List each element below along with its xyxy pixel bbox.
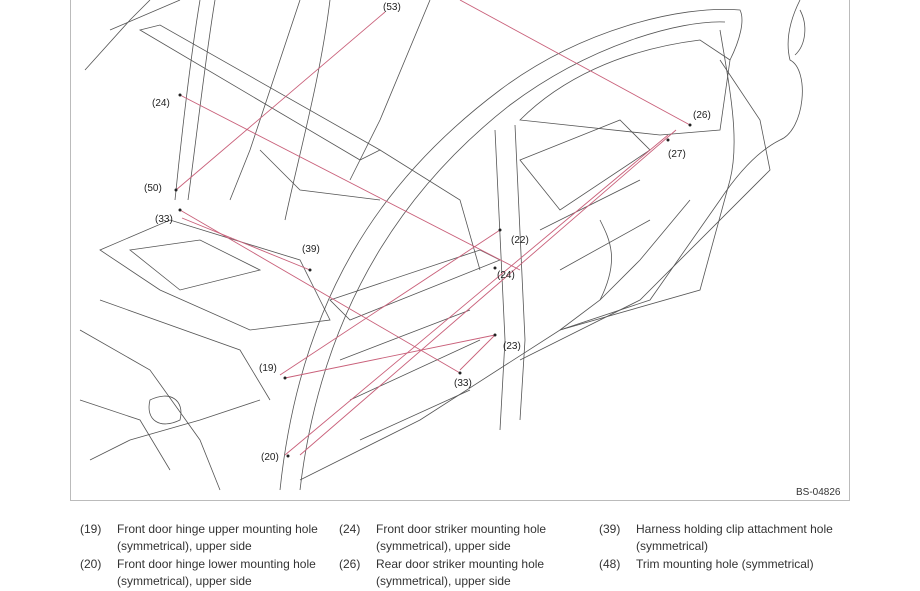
legend-item: (19) Front door hinge upper mounting hole… — [80, 521, 322, 555]
legend-num: (19) — [80, 522, 102, 536]
callout-23: (23) — [503, 341, 521, 352]
legend-text: Trim mounting hole (symmetrical) — [636, 557, 814, 571]
hole-markers — [174, 93, 692, 458]
legend-num: (24) — [339, 522, 361, 536]
legend-item: (24) Front door striker mounting hole (sy… — [339, 521, 581, 555]
legend-num: (48) — [599, 557, 621, 571]
figure-code: BS-04826 — [796, 487, 841, 498]
callout-19: (19) — [259, 363, 277, 374]
legend-column-3: (39) Harness holding clip attachment hole… — [599, 521, 856, 574]
legend-item: (26) Rear door striker mounting hole (sym… — [339, 556, 581, 590]
legend-column-2: (24) Front door striker mounting hole (sy… — [339, 521, 581, 591]
legend-item: (48) Trim mounting hole (symmetrical) — [599, 556, 856, 573]
callout-24-lower: (24) — [497, 270, 515, 281]
callout-39: (39) — [302, 244, 320, 255]
callout-33: (33) — [155, 214, 173, 225]
legend-item: (20) Front door hinge lower mounting hole… — [80, 556, 322, 590]
legend-text: Harness holding clip attachment hole (sy… — [636, 522, 833, 553]
legend-num: (26) — [339, 557, 361, 571]
legend-item: (39) Harness holding clip attachment hole… — [599, 521, 856, 555]
car-body-side-illustration — [79, 0, 806, 491]
callout-22: (22) — [511, 235, 529, 246]
legend-text: Front door hinge lower mounting hole (sy… — [117, 557, 316, 588]
callout-33-lower: (33) — [454, 378, 472, 389]
callout-53: (53) — [383, 2, 401, 13]
legend-text: Front door hinge upper mounting hole (sy… — [117, 522, 318, 553]
callout-20: (20) — [261, 452, 279, 463]
legend-text: Rear door striker mounting hole (symmetr… — [376, 557, 545, 588]
callout-24: (24) — [152, 98, 170, 109]
legend-column-1: (19) Front door hinge upper mounting hole… — [80, 521, 322, 591]
leader-lines — [175, 0, 691, 456]
callout-26: (26) — [693, 110, 711, 121]
legend-text: Front door striker mounting hole (symmet… — [376, 522, 547, 553]
callout-50: (50) — [144, 183, 162, 194]
legend-num: (20) — [80, 557, 102, 571]
diagram-frame — [70, 0, 850, 501]
body-outline — [79, 0, 806, 491]
callout-27: (27) — [668, 149, 686, 160]
legend-num: (39) — [599, 522, 621, 536]
